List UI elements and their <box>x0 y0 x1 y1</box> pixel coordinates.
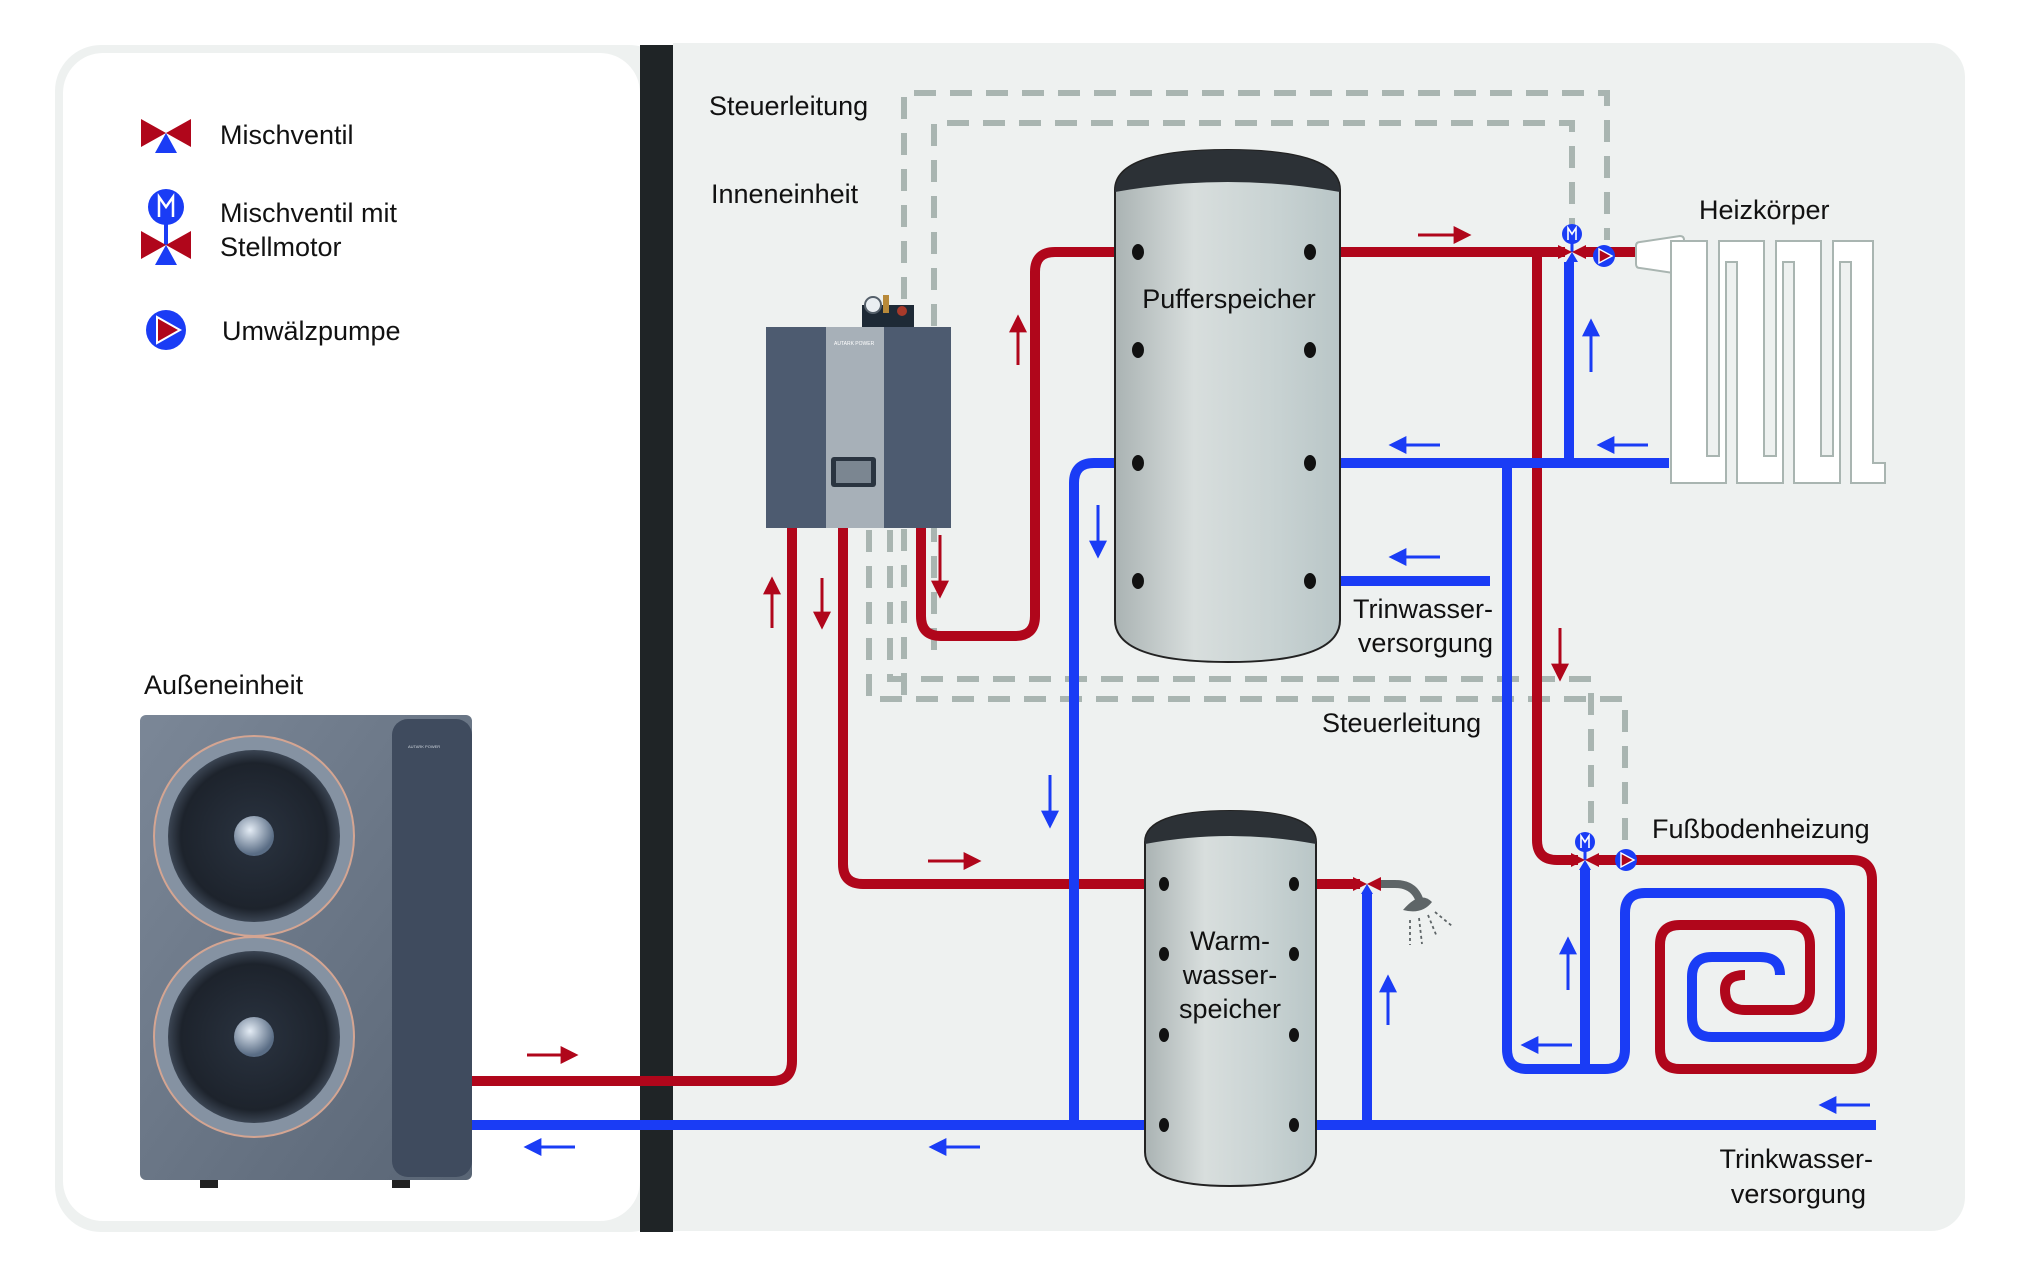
indoor-unit-brand: AUTARK POWER <box>834 341 875 347</box>
buffer-tank: Pufferspeicher <box>1114 148 1341 664</box>
legend: Mischventil Mischventil mit Stellmotor U… <box>141 119 401 350</box>
label-water-supply-top-1: Trinwasser- <box>1353 594 1493 624</box>
label-buffer-tank: Pufferspeicher <box>1142 284 1316 314</box>
hot-pipe-to-floor <box>1532 252 1578 865</box>
control-line-inner-bottom <box>887 530 1594 835</box>
label-water-supply-top-2: versorgung <box>1358 628 1493 658</box>
shower-mixing-valve[interactable] <box>1353 877 1381 894</box>
cold-pipe-floor-return <box>1502 463 1845 1074</box>
legend-label-motorized-valve-2: Stellmotor <box>220 232 342 262</box>
fan-icon <box>153 936 355 1138</box>
legend-label-mixing-valve: Mischventil <box>220 120 354 150</box>
label-outdoor-unit: Außeneinheit <box>144 670 304 700</box>
floor-motorized-mixing-valve[interactable] <box>1571 832 1599 870</box>
dhw-tank: Warm- wasser- speicher <box>1144 809 1317 1188</box>
label-indoor-unit: Inneneinheit <box>711 179 859 209</box>
radiator <box>1635 234 1886 484</box>
shower-head-icon <box>1381 880 1453 945</box>
label-control-line-bottom: Steuerleitung <box>1322 708 1481 738</box>
legend-label-pump: Umwälzpumpe <box>222 316 401 346</box>
radiator-circulation-pump[interactable] <box>1593 245 1615 267</box>
cold-pipe-buffer-return-left <box>1069 458 1138 1125</box>
pressure-gauge-icon <box>864 296 882 314</box>
label-radiator: Heizkörper <box>1699 195 1830 225</box>
outdoor-unit: AUTARK POWER <box>140 715 472 1188</box>
indoor-panel-fix <box>673 43 733 1231</box>
buffer-tank-lid <box>1115 150 1340 192</box>
indoor-unit: AUTARK POWER <box>766 295 951 528</box>
radiator-motorized-mixing-valve[interactable] <box>1558 224 1586 262</box>
outdoor-unit-brand: AUTARK POWER <box>408 744 440 749</box>
hot-pipe-indoor-to-buffer <box>916 247 1138 641</box>
motorized-mixing-valve-icon <box>141 189 191 265</box>
label-water-supply-bottom-1: Trinkwasser- <box>1719 1144 1873 1174</box>
label-dhw-tank-2: wasser- <box>1182 960 1278 990</box>
dhw-tank-lid <box>1145 811 1316 844</box>
label-underfloor-heating: Fußbodenheizung <box>1652 814 1870 844</box>
fan-icon <box>153 735 355 937</box>
pipes <box>472 247 1877 1130</box>
hot-pipe-floor-loop <box>1595 855 1877 1074</box>
mixing-valve-icon <box>141 119 191 153</box>
label-control-line-top: Steuerleitung <box>709 91 868 121</box>
circulation-pump-icon <box>146 310 186 350</box>
hot-pipe-outdoor-to-indoor <box>472 528 797 1086</box>
label-water-supply-bottom-2: versorgung <box>1731 1179 1866 1209</box>
floor-circulation-pump[interactable] <box>1615 849 1637 871</box>
label-dhw-tank-3: speicher <box>1179 994 1281 1024</box>
control-line-outer-bottom <box>866 530 1628 850</box>
label-dhw-tank-1: Warm- <box>1190 926 1270 956</box>
legend-label-motorized-valve-1: Mischventil mit <box>220 198 398 228</box>
wall-divider <box>640 45 673 1232</box>
hot-pipe-indoor-to-dhw <box>838 528 1164 889</box>
flow-arrows <box>523 226 1870 1156</box>
